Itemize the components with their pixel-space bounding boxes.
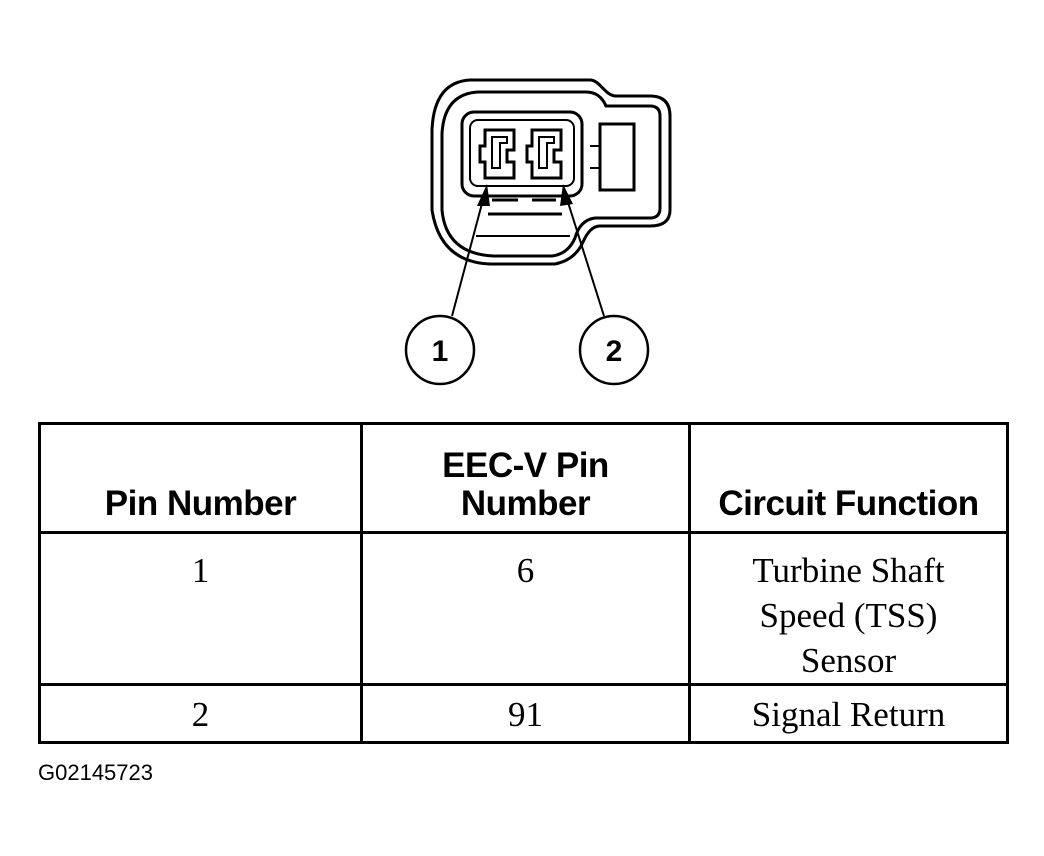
cell-eec-v-pin: 91 bbox=[360, 683, 691, 744]
terminal-cavity-inner bbox=[469, 119, 575, 187]
callout-label-2: 2 bbox=[606, 335, 623, 368]
connector-housing-outer bbox=[430, 78, 672, 266]
table-header-row: Pin Number EEC-V Pin Number Circuit Func… bbox=[38, 422, 1009, 534]
table-row: 1 6 Turbine Shaft Speed (TSS) Sensor bbox=[38, 531, 1009, 686]
cell-eec-v-pin: 6 bbox=[360, 531, 691, 686]
locking-tab bbox=[598, 122, 636, 192]
cell-circuit-function: Signal Return bbox=[688, 683, 1009, 744]
callout-circle-2 bbox=[578, 314, 650, 386]
connector-housing-inner bbox=[440, 90, 662, 258]
pin-table: Pin Number EEC-V Pin Number Circuit Func… bbox=[38, 422, 1009, 744]
cell-pin-number: 1 bbox=[38, 531, 363, 686]
callout-circle-1 bbox=[404, 314, 476, 386]
header-pin-number: Pin Number bbox=[38, 422, 363, 534]
header-eec-v-pin-number: EEC-V Pin Number bbox=[360, 422, 691, 534]
pin-1-terminal-detail bbox=[491, 136, 508, 169]
figure-id: G02145723 bbox=[38, 760, 153, 785]
leader-line-1 bbox=[451, 195, 485, 317]
arrowhead-2 bbox=[560, 184, 573, 206]
callout-label-1: 1 bbox=[432, 335, 449, 368]
arrowhead-1 bbox=[477, 184, 490, 206]
pin-2-terminal-detail bbox=[538, 136, 555, 169]
terminal-cavity bbox=[460, 110, 584, 198]
cell-pin-number: 2 bbox=[38, 683, 363, 744]
leader-line-2 bbox=[565, 195, 605, 317]
connector-diagram: 1 2 bbox=[404, 78, 672, 386]
table-row: 2 91 Signal Return bbox=[38, 683, 1009, 744]
header-circuit-function: Circuit Function bbox=[688, 422, 1009, 534]
cell-circuit-function: Turbine Shaft Speed (TSS) Sensor bbox=[688, 531, 1009, 686]
